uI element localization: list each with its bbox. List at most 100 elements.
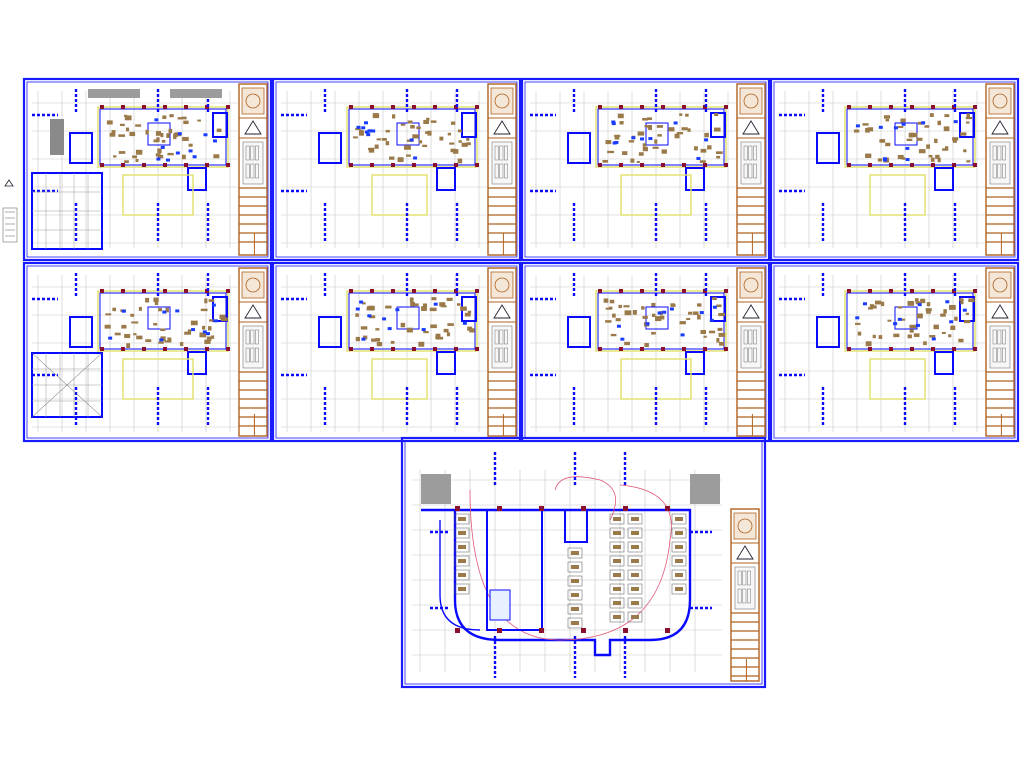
key-plan-cell bbox=[743, 347, 748, 363]
key-plan-cell bbox=[992, 163, 997, 179]
roof-strip bbox=[170, 89, 222, 98]
stair-core-west bbox=[567, 316, 591, 348]
furniture-item bbox=[655, 316, 662, 322]
furniture-item bbox=[390, 340, 395, 344]
furniture-item bbox=[392, 114, 396, 119]
key-plan-cell bbox=[499, 163, 504, 179]
furniture-item bbox=[917, 121, 925, 125]
column bbox=[142, 289, 146, 293]
column bbox=[184, 105, 188, 109]
slab-outline bbox=[346, 106, 478, 168]
fixture-item bbox=[953, 120, 958, 124]
column bbox=[661, 289, 665, 293]
sheet-outer-frame bbox=[520, 77, 771, 262]
key-plan-cell bbox=[255, 329, 259, 345]
parking-stall bbox=[627, 555, 643, 567]
fixture-item bbox=[855, 124, 860, 128]
furniture-item bbox=[717, 327, 723, 331]
column bbox=[581, 628, 586, 633]
stair-core-west bbox=[69, 316, 93, 348]
title-block bbox=[736, 83, 766, 256]
fixture-item bbox=[696, 156, 701, 160]
parking-stall bbox=[567, 547, 583, 559]
misc-layer bbox=[2, 179, 18, 243]
furniture-item bbox=[145, 129, 149, 135]
column bbox=[226, 163, 230, 167]
logo-seal-icon bbox=[743, 277, 759, 293]
furniture-item bbox=[855, 322, 861, 325]
north-arrow-icon bbox=[736, 545, 754, 560]
furniture-item bbox=[197, 119, 201, 122]
furniture-item bbox=[199, 332, 207, 338]
furniture-item bbox=[426, 117, 430, 121]
key-plan-cell bbox=[1002, 163, 1006, 179]
furniture-item bbox=[893, 333, 900, 338]
key-plan-cell bbox=[504, 163, 508, 179]
key-plan-cell bbox=[499, 145, 504, 161]
furniture-item bbox=[674, 133, 680, 139]
furniture-item bbox=[457, 129, 462, 133]
furniture-item bbox=[916, 137, 923, 141]
car-icon bbox=[613, 545, 621, 549]
furniture-item bbox=[114, 332, 121, 336]
key-plan-icon bbox=[740, 325, 762, 369]
fixture-item bbox=[680, 333, 685, 337]
furniture-item bbox=[376, 138, 381, 141]
furniture-item bbox=[718, 312, 725, 317]
column bbox=[598, 347, 602, 351]
furniture-item bbox=[654, 139, 658, 144]
title-block bbox=[487, 83, 517, 256]
fixture-item bbox=[359, 300, 364, 304]
furniture-item bbox=[169, 114, 174, 118]
furniture-item bbox=[959, 298, 964, 301]
fixture-item bbox=[462, 321, 467, 325]
sheet-8 bbox=[769, 261, 1020, 443]
sheet-outer-frame bbox=[400, 436, 767, 689]
furniture-item bbox=[615, 318, 621, 322]
fixture-item bbox=[177, 132, 182, 136]
furniture-item bbox=[389, 156, 395, 160]
furniture-item bbox=[113, 155, 117, 158]
furniture-item bbox=[637, 131, 645, 136]
north-arrow-icon bbox=[493, 304, 511, 319]
furniture-item bbox=[385, 129, 390, 133]
furniture-item bbox=[418, 341, 425, 347]
title-block bbox=[736, 267, 766, 437]
sheet-inner-frame bbox=[26, 81, 269, 258]
fixture-item bbox=[673, 121, 678, 125]
furniture-item bbox=[941, 331, 946, 334]
column bbox=[142, 347, 146, 351]
furniture-item bbox=[123, 114, 128, 117]
sheet-1 bbox=[22, 77, 273, 262]
fixture-item bbox=[662, 310, 667, 314]
column bbox=[952, 163, 956, 167]
stair-core bbox=[564, 509, 588, 543]
furniture-item bbox=[400, 322, 406, 328]
furniture-item bbox=[167, 337, 172, 342]
parking-stall bbox=[671, 513, 687, 525]
furniture-item bbox=[605, 307, 613, 310]
furniture-item bbox=[118, 134, 126, 137]
furniture-item bbox=[216, 128, 222, 133]
legend-box bbox=[2, 207, 18, 243]
furniture-item bbox=[361, 302, 366, 305]
car-icon bbox=[613, 559, 621, 563]
furniture-item bbox=[404, 145, 411, 150]
car-icon bbox=[458, 573, 466, 577]
column bbox=[868, 105, 872, 109]
furniture-item bbox=[400, 123, 406, 126]
column bbox=[640, 347, 644, 351]
furniture-item bbox=[887, 319, 892, 322]
furniture-item bbox=[944, 146, 949, 151]
furniture-item bbox=[681, 127, 688, 131]
company-logo-icon bbox=[988, 271, 1012, 299]
fixture-item bbox=[901, 122, 906, 126]
parking-stall bbox=[454, 569, 470, 581]
furniture-item bbox=[155, 131, 162, 136]
furniture-item bbox=[924, 125, 930, 128]
furniture-item bbox=[933, 324, 939, 330]
furniture-item bbox=[409, 297, 414, 302]
column bbox=[539, 506, 544, 511]
column bbox=[910, 347, 914, 351]
column bbox=[226, 347, 230, 351]
